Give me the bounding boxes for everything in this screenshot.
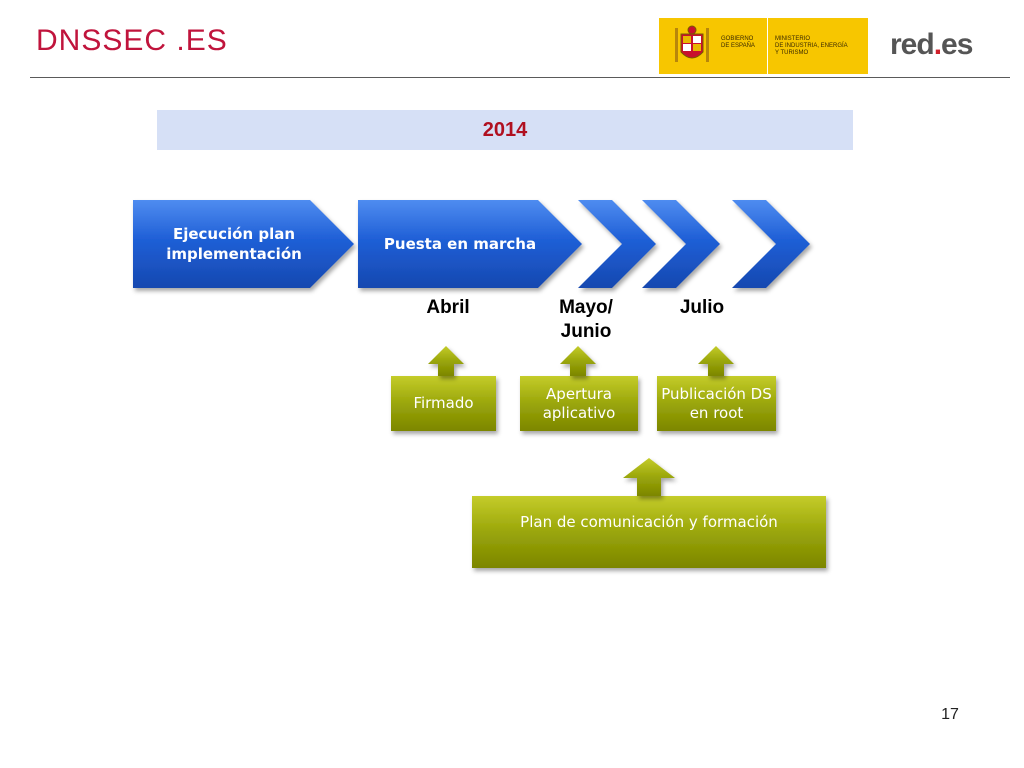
step-arrow-launch	[358, 200, 582, 288]
milestone-label-ds-publication: Publicación DS en root	[661, 384, 772, 422]
year-label: 2014	[482, 118, 528, 141]
milestone-label-app-opening: Apertura aplicativo	[542, 384, 616, 422]
coat-of-arms-icon	[675, 25, 709, 62]
milestone-box-ds-publication	[657, 376, 776, 431]
timeline-april: Abril	[426, 297, 470, 318]
milestone-label-comm-plan: Plan de comunicación y formación	[520, 512, 778, 531]
year-banner: 2014	[157, 110, 853, 150]
gobierno-text: GOBIERNO DE ESPAÑA	[721, 36, 755, 49]
up-arrow-icon	[428, 346, 464, 376]
chevron-2	[642, 200, 720, 288]
up-arrow-icon	[560, 346, 596, 376]
milestone-box-comm-plan	[472, 496, 826, 568]
chevron-3	[732, 200, 810, 288]
reds-logo: red.es	[890, 28, 973, 61]
slide-title: DNSSEC .ES	[36, 24, 228, 57]
milestone-box-app-opening	[520, 376, 638, 431]
gobierno-logo: GOBIERNO DE ESPAÑA MINISTERIO DE INDUSTR…	[659, 18, 868, 74]
timeline-may-june: Mayo/ Junio	[559, 297, 613, 342]
milestone-box-signed	[391, 376, 496, 431]
timeline-july: Julio	[679, 297, 725, 318]
up-arrow-icon	[623, 458, 675, 496]
step-arrow-execution	[133, 200, 354, 288]
chevron-1	[578, 200, 656, 288]
header-divider	[30, 77, 1010, 78]
up-arrow-icon	[698, 346, 734, 376]
milestone-label-signed: Firmado	[413, 394, 474, 412]
step-label-execution: Ejecución plan implementación	[166, 225, 302, 263]
page-number: 17	[941, 706, 959, 723]
step-label-launch: Puesta en marcha	[383, 235, 537, 253]
gobierno-separator	[767, 18, 768, 74]
ministerio-text: MINISTERIO DE INDUSTRIA, ENERGÍA Y TURIS…	[775, 36, 848, 56]
